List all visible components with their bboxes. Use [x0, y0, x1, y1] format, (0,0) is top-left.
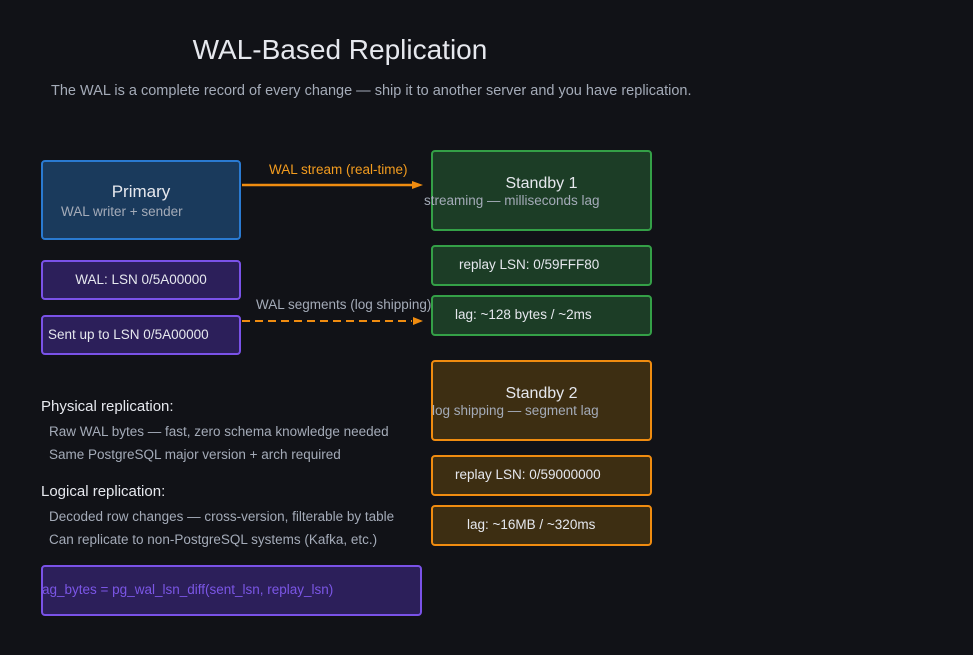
physical-heading: Physical replication:: [41, 398, 174, 415]
standby2-replay-box: replay LSN: 0/59000000: [431, 455, 652, 496]
standby2-lag-box: lag: ~16MB / ~320ms: [431, 505, 652, 546]
sent-lsn-box: Sent up to LSN 0/5A00000: [41, 315, 241, 355]
standby1-lag-text: lag: ~128 bytes / ~2ms: [455, 307, 592, 322]
sent-lsn-text: Sent up to LSN 0/5A00000: [48, 327, 209, 342]
physical-note: Raw WAL bytes — fast, zero schema knowle…: [49, 424, 389, 439]
wal-lsn-text: WAL: LSN 0/5A00000: [75, 272, 207, 287]
standby1-subtitle: streaming — milliseconds lag: [424, 193, 600, 208]
primary-node: Primary WAL writer + sender: [41, 160, 241, 240]
standby1-replay-text: replay LSN: 0/59FFF80: [459, 257, 600, 272]
stream-label: WAL stream (real-time): [269, 162, 408, 177]
logical-note: Can replicate to non-PostgreSQL systems …: [49, 532, 378, 547]
standby2-subtitle: log shipping — segment lag: [432, 403, 599, 418]
segments-arrow-head: [413, 317, 423, 325]
lag-formula-box: ag_bytes = pg_wal_lsn_diff(sent_lsn, rep…: [41, 565, 422, 616]
logical-heading: Logical replication:: [41, 483, 166, 500]
standby1-node: Standby 1 streaming — milliseconds lag: [424, 150, 652, 231]
standby2-name: Standby 2: [505, 385, 578, 402]
standby2-node: Standby 2 log shipping — segment lag: [431, 360, 652, 441]
physical-note: Same PostgreSQL major version + arch req…: [49, 447, 341, 462]
lag-formula-text: ag_bytes = pg_wal_lsn_diff(sent_lsn, rep…: [42, 582, 334, 597]
stream-arrow-head: [412, 181, 423, 189]
segments-label: WAL segments (log shipping): [256, 297, 432, 312]
standby1-lag-box: lag: ~128 bytes / ~2ms: [431, 295, 652, 336]
wal-lsn-box: WAL: LSN 0/5A00000: [41, 260, 241, 300]
standby2-replay-text: replay LSN: 0/59000000: [455, 467, 601, 482]
page-subtitle: The WAL is a complete record of every ch…: [51, 83, 692, 99]
standby1-name: Standby 1: [505, 175, 578, 192]
standby1-replay-box: replay LSN: 0/59FFF80: [431, 245, 652, 286]
logical-note: Decoded row changes — cross-version, fil…: [49, 509, 395, 524]
primary-subtitle: WAL writer + sender: [61, 204, 183, 219]
primary-name: Primary: [111, 182, 171, 201]
page-title: WAL-Based Replication: [192, 34, 488, 65]
standby2-lag-text: lag: ~16MB / ~320ms: [467, 517, 596, 532]
